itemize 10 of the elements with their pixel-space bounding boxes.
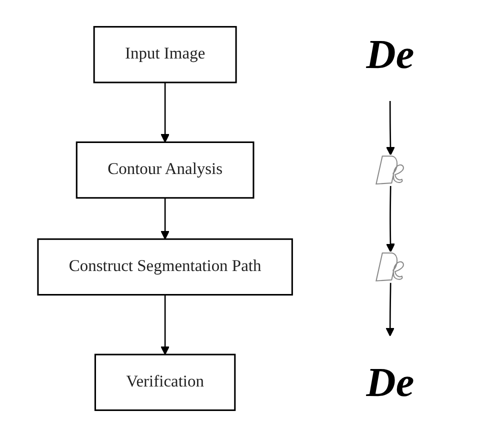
- node-box: Construct Segmentation Path: [37, 238, 293, 296]
- arrow: [160, 198, 170, 240]
- arrow: [160, 82, 170, 143]
- arrow: [386, 101, 395, 156]
- node-box: Contour Analysis: [76, 141, 254, 199]
- node-box: Input Image: [93, 26, 237, 84]
- arrow: [386, 282, 395, 336]
- arrow: [160, 294, 170, 355]
- arrow: [386, 186, 395, 252]
- node-box: Verification: [94, 354, 236, 411]
